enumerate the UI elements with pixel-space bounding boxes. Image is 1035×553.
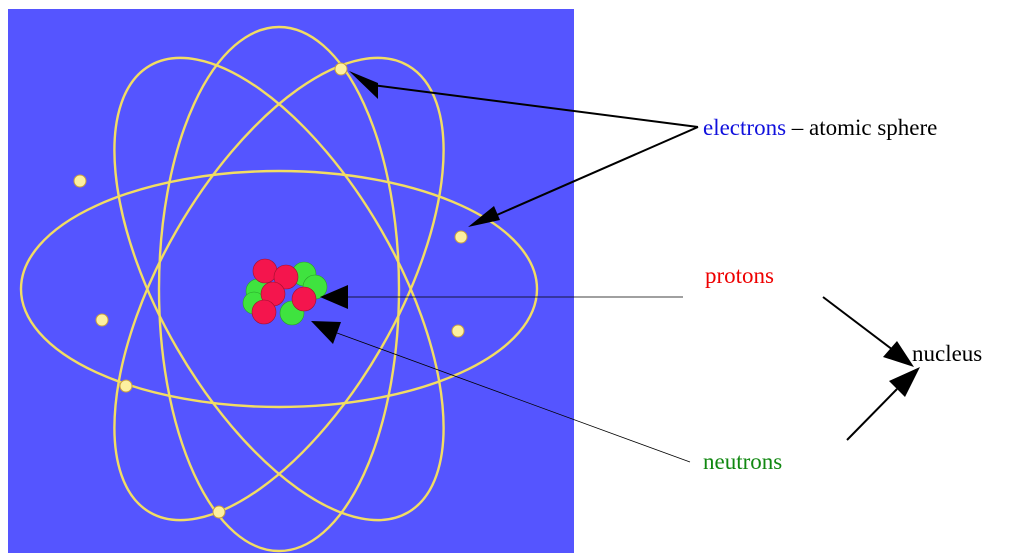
electrons-label-suffix: – atomic sphere bbox=[786, 115, 938, 140]
arrowhead bbox=[311, 321, 341, 344]
electron-orbits bbox=[19, 25, 539, 553]
electrons-label: electrons – atomic sphere bbox=[703, 115, 937, 141]
neutrons-arrow-line bbox=[336, 332, 691, 463]
electron-arrow-line-upper bbox=[371, 84, 699, 128]
proton bbox=[273, 264, 299, 290]
nucleus-cluster bbox=[242, 258, 328, 326]
electron bbox=[95, 313, 109, 327]
electrons-label-word: electrons bbox=[703, 115, 787, 140]
electron bbox=[212, 505, 226, 519]
arrowhead bbox=[320, 285, 348, 309]
electron-arrow-line-lower bbox=[489, 126, 699, 219]
electrons-group bbox=[73, 62, 468, 519]
electron bbox=[451, 324, 465, 338]
arrowhead bbox=[883, 341, 914, 367]
electron bbox=[119, 379, 133, 393]
orbit-tilted-left bbox=[113, 56, 445, 522]
neutrons-to-nucleus-line bbox=[846, 388, 898, 441]
electron bbox=[73, 174, 87, 188]
electron bbox=[334, 62, 348, 76]
neutrons-label: neutrons bbox=[703, 449, 783, 474]
protons-label: protons bbox=[705, 263, 774, 288]
nucleus-label: nucleus bbox=[912, 341, 983, 366]
proton bbox=[291, 286, 317, 312]
protons-to-nucleus-line bbox=[822, 296, 894, 351]
arrowhead bbox=[349, 71, 378, 99]
arrowhead bbox=[889, 367, 920, 397]
orbit-horizontal bbox=[19, 169, 539, 409]
proton bbox=[251, 299, 277, 325]
arrowhead bbox=[468, 206, 500, 227]
orbit-vertical bbox=[157, 25, 401, 553]
electron bbox=[454, 230, 468, 244]
orbit-tilted-right bbox=[113, 56, 445, 522]
